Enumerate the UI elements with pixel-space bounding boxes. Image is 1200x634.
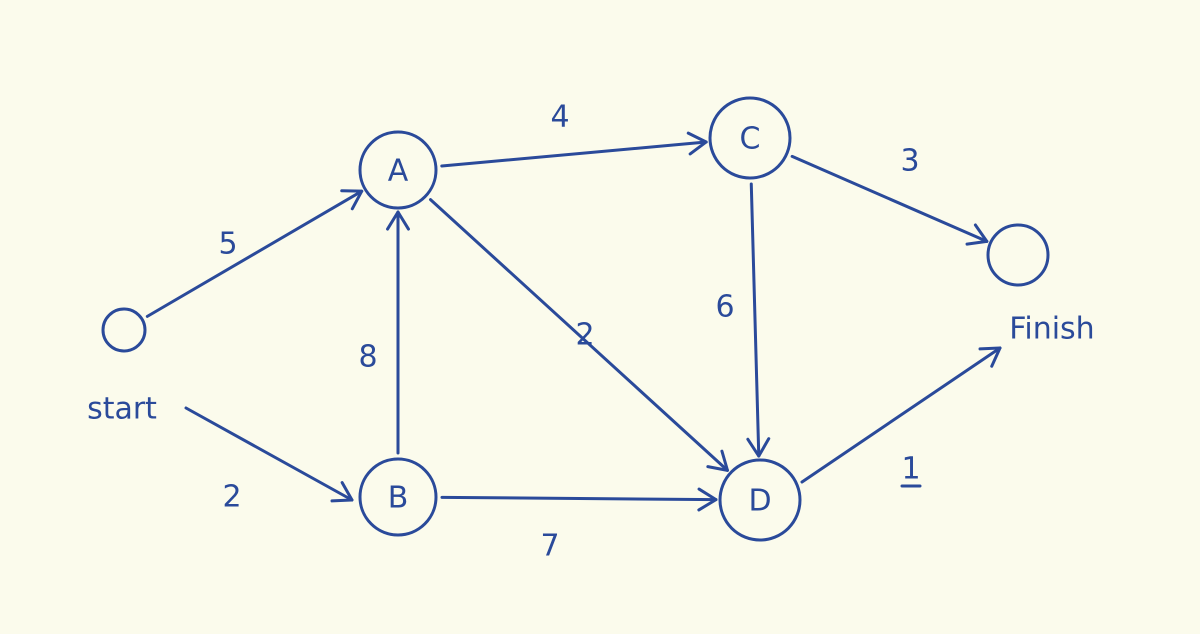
edge-line	[145, 189, 364, 318]
node-c: C	[708, 96, 792, 180]
edge-weight-label: 1	[901, 452, 920, 487]
edge-A-C: 4	[440, 100, 708, 168]
node-a: A	[358, 130, 438, 210]
node-caption: Finish	[1009, 312, 1094, 347]
edges-layer: 5 2 8 4 2 7 6 3 1	[145, 100, 1002, 564]
edge-weight-label: 8	[358, 340, 377, 375]
arrowhead-icon	[330, 481, 354, 503]
node-caption: start	[87, 392, 157, 427]
edge-D-finish: 1	[800, 346, 1002, 488]
arrowhead-icon	[706, 449, 729, 472]
edge-weight-label: 3	[900, 144, 919, 179]
node-circle	[101, 307, 147, 353]
arrowhead-icon	[965, 223, 989, 246]
node-circle	[358, 457, 438, 537]
edge-start-B: 2	[184, 406, 354, 515]
edge-weight-label: 7	[540, 529, 559, 564]
edge-A-D: 2	[429, 198, 729, 472]
node-circle	[708, 96, 792, 180]
edge-weight-label: 6	[715, 290, 734, 325]
arrowhead-icon	[697, 487, 718, 512]
edge-line	[440, 495, 718, 502]
edge-line	[184, 406, 354, 502]
arrowhead-icon	[978, 346, 1002, 368]
edge-line	[429, 198, 729, 472]
edge-weight-label: 5	[218, 227, 237, 262]
edge-line	[790, 154, 989, 243]
node-label: D	[748, 484, 771, 519]
node-label: B	[388, 481, 409, 516]
edge-line	[749, 182, 761, 458]
edge-weight-label: 2	[575, 318, 594, 353]
node-d: D	[718, 458, 802, 542]
edge-line	[800, 346, 1002, 484]
node-start: start	[87, 307, 157, 427]
node-circle	[718, 458, 802, 542]
node-label: C	[740, 122, 761, 157]
edge-C-D: 6	[715, 182, 771, 458]
arrowhead-icon	[386, 210, 410, 231]
nodes-layer: start A B C D Finish	[87, 96, 1095, 542]
edge-weight-label: 2	[222, 480, 241, 515]
node-label: A	[388, 154, 409, 189]
edge-line	[440, 140, 708, 168]
arrowhead-icon	[686, 131, 708, 156]
arrowhead-icon	[340, 189, 364, 211]
node-circle	[358, 130, 438, 210]
edge-C-finish: 3	[790, 144, 989, 246]
edge-B-A: 8	[358, 210, 410, 455]
arrowhead-icon	[746, 437, 771, 458]
edge-weight-label: 4	[550, 100, 569, 135]
edge-start-A: 5	[145, 189, 364, 318]
node-b: B	[358, 457, 438, 537]
node-circle	[986, 223, 1050, 287]
node-finish: Finish	[986, 223, 1095, 347]
edge-B-D: 7	[440, 487, 718, 564]
